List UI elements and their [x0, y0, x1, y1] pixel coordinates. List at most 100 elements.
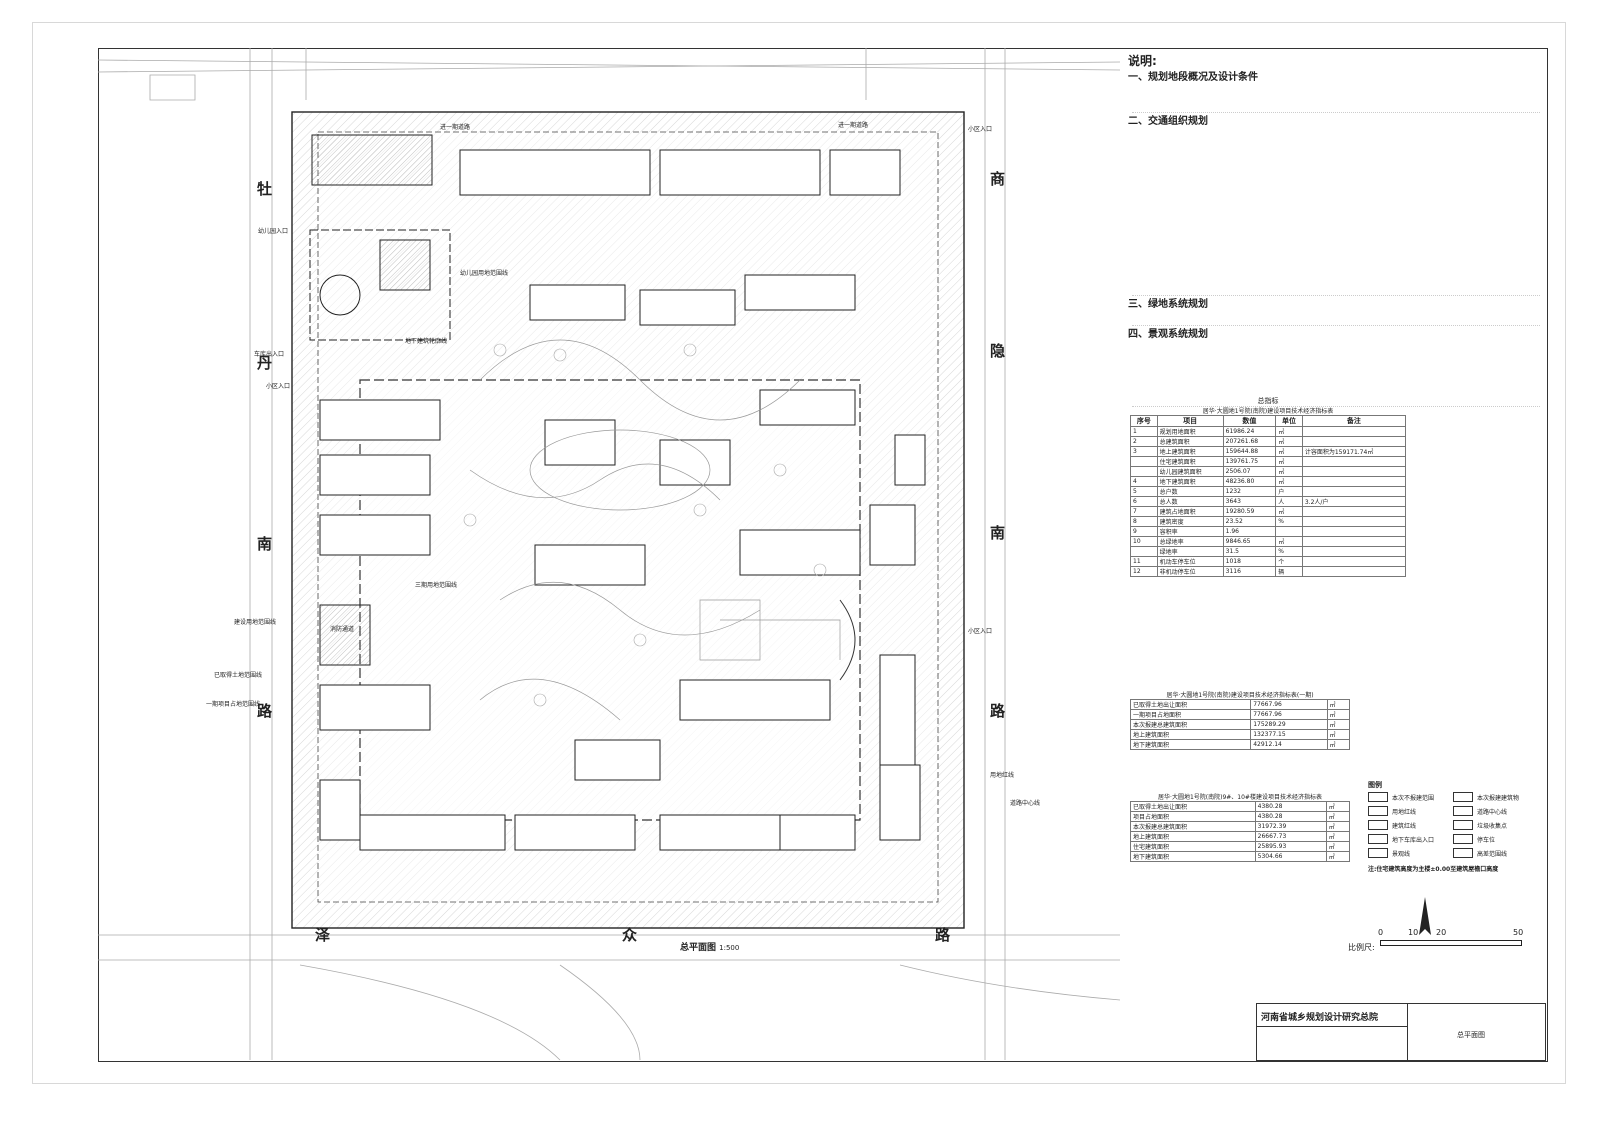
table-cell: 48236.80: [1222, 476, 1277, 487]
table-cell: [1301, 456, 1407, 467]
table-cell: 户: [1275, 486, 1303, 497]
notes-section-4: 四、景观系统规划: [1128, 328, 1208, 340]
table-cell: ㎡: [1326, 729, 1351, 740]
legend-swatch: [1453, 848, 1473, 858]
table-cell: ㎡: [1275, 446, 1303, 457]
table-cell: 61986.24: [1222, 426, 1277, 437]
table-cell: ㎡: [1325, 841, 1351, 852]
legend-item: 用地红线: [1368, 804, 1453, 818]
table-cell: ㎡: [1275, 436, 1303, 447]
notes-text-4: [1132, 342, 1540, 407]
table-cell: 1232: [1222, 486, 1277, 497]
table-cell: 地上建筑面积: [1156, 446, 1224, 457]
table-cell: 77667.96: [1250, 699, 1328, 710]
table-cell: ㎡: [1275, 466, 1303, 477]
scale-tick-20: 20: [1436, 928, 1447, 937]
table-cell: 建筑密度: [1156, 516, 1224, 527]
scale-label: 比例尺:: [1348, 943, 1375, 952]
trees: [463, 343, 827, 707]
table-cell: ㎡: [1275, 456, 1303, 467]
table-cell: [1301, 506, 1407, 517]
legend-title: 图例: [1368, 781, 1382, 789]
buildings: [311, 134, 926, 851]
table-cell: 3.2人/户: [1301, 496, 1407, 507]
legend-item: 停车位: [1453, 832, 1538, 846]
context-lines: [97, 48, 1121, 1061]
table-cell: 住宅建筑面积: [1130, 841, 1256, 852]
table-cell: 本次报建总建筑面积: [1130, 821, 1256, 832]
table-cell: 容积率: [1156, 526, 1224, 537]
legend-label: 本次不报建范围: [1392, 794, 1435, 802]
legend-item: 地下车库出入口: [1368, 832, 1453, 846]
road-west-4: 路: [257, 702, 273, 720]
label-phase1-line: 一期项目占地范围线: [206, 701, 261, 708]
legend-swatch: [1368, 848, 1388, 858]
legend-swatch: [1368, 820, 1388, 830]
table-cell: 一期项目占地面积: [1129, 709, 1252, 720]
table-cell: [1301, 426, 1407, 437]
scale-tick-0: 0: [1378, 928, 1384, 937]
table-cell: 人: [1275, 496, 1303, 507]
table-cell: [1301, 486, 1407, 497]
table-cell: 规划用地面积: [1156, 426, 1224, 437]
label-entry-north-1: 进一期道路: [440, 124, 471, 131]
table-cell: [1301, 566, 1407, 577]
table1-header: 备注: [1301, 415, 1407, 427]
table-cell: 2: [1130, 436, 1158, 447]
table-cell: ㎡: [1326, 739, 1351, 750]
table-cell: %: [1275, 516, 1303, 527]
table-cell: 19280.59: [1222, 506, 1277, 517]
table-cell: 总人数: [1156, 496, 1224, 507]
label-build-line: 建设用地范围线: [234, 619, 277, 626]
table-cell: 8: [1130, 516, 1158, 527]
label-land-red-line: 用地红线: [990, 772, 1015, 779]
legend-label: 建筑红线: [1392, 822, 1417, 830]
table-cell: 3643: [1222, 496, 1277, 507]
notes-section-2: 二、交通组织规划: [1128, 115, 1208, 127]
institute-name: 河南省城乡规划设计研究总院: [1261, 1013, 1379, 1023]
label-phase3-line: 三期用地范围线: [415, 582, 458, 589]
table-cell: 2506.07: [1222, 466, 1277, 477]
label-entry-north-2: 进一期道路: [838, 122, 869, 129]
road-east-3: 南: [990, 524, 1006, 542]
north-arrow-icon: [1419, 897, 1431, 935]
label-district-entry-e: 小区入口: [968, 628, 993, 635]
table-cell: 26667.73: [1254, 831, 1327, 842]
table-cell: 4: [1130, 476, 1158, 487]
table-cell: 住宅建筑面积: [1156, 456, 1224, 467]
table-cell: 总户数: [1156, 486, 1224, 497]
legend-note: 注:住宅建筑高度为主楼±0.00至建筑屋檐口高度: [1368, 866, 1499, 873]
table-cell: 42912.14: [1250, 739, 1328, 750]
tech-table-9-10: 居华·大圆地1号院(南院)9#、10#楼建设项目技术经济指标表 已取得土地出让面…: [1130, 792, 1351, 862]
table-cell: 3116: [1222, 566, 1277, 577]
table-cell: ㎡: [1275, 506, 1303, 517]
table-cell: 5304.66: [1254, 851, 1327, 862]
table-cell: 非机动停车位: [1156, 566, 1224, 577]
legend-label: 用地红线: [1392, 808, 1417, 816]
table-cell: ㎡: [1326, 709, 1351, 720]
table-cell: 5: [1130, 486, 1158, 497]
table-cell: [1130, 466, 1158, 477]
table-cell: 10: [1130, 536, 1158, 547]
table-cell: 7: [1130, 506, 1158, 517]
label-land-line: 已取得土地范围线: [214, 672, 263, 679]
legend-label: 垃圾收集点: [1477, 822, 1508, 830]
table-cell: [1130, 546, 1158, 557]
road-south-1: 泽: [315, 926, 331, 944]
notes-text-1: [1132, 86, 1540, 113]
table-cell: %: [1275, 546, 1303, 557]
